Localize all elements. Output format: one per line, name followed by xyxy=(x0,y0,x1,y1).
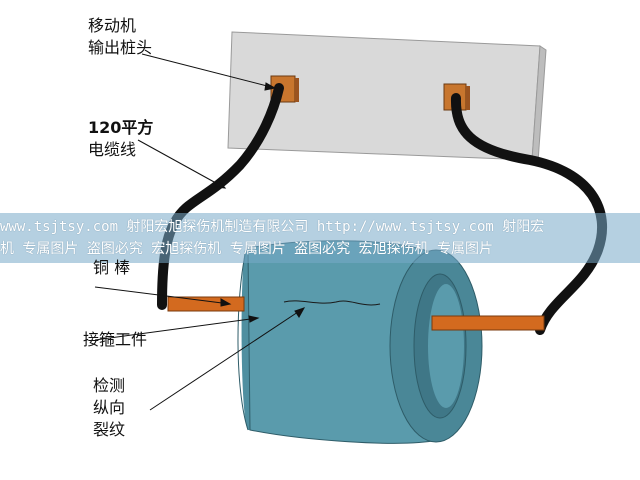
label-cable-1: 120平方 xyxy=(88,118,154,137)
leader-lines xyxy=(94,53,306,411)
label-output-terminal-1: 移动机 xyxy=(88,16,137,35)
watermark-line-1: www.tsjtsy.com 射阳宏旭探伤机制造有限公司 http://www.… xyxy=(0,219,545,235)
label-ring-workpiece: 接箍工件 xyxy=(83,330,148,349)
label-detect-3: 裂纹 xyxy=(93,420,126,439)
label-detect-2: 纵向 xyxy=(93,398,126,417)
label-copper-rod: 铜 棒 xyxy=(93,258,131,277)
ring-workpiece xyxy=(237,240,483,444)
copper-rod xyxy=(167,296,545,331)
label-cable-2: 电缆线 xyxy=(88,140,137,159)
right-cable xyxy=(450,93,607,335)
label-output-terminal-2: 输出桩头 xyxy=(88,38,153,57)
label-detect-1: 检测 xyxy=(93,376,126,395)
longitudinal-crack xyxy=(283,300,381,306)
watermark-line-2: 机 专属图片 盗图必究 宏旭探伤机 专属图片 盗图必究 宏旭探伤机 专属图片 xyxy=(0,241,493,257)
watermark-band xyxy=(0,213,640,263)
